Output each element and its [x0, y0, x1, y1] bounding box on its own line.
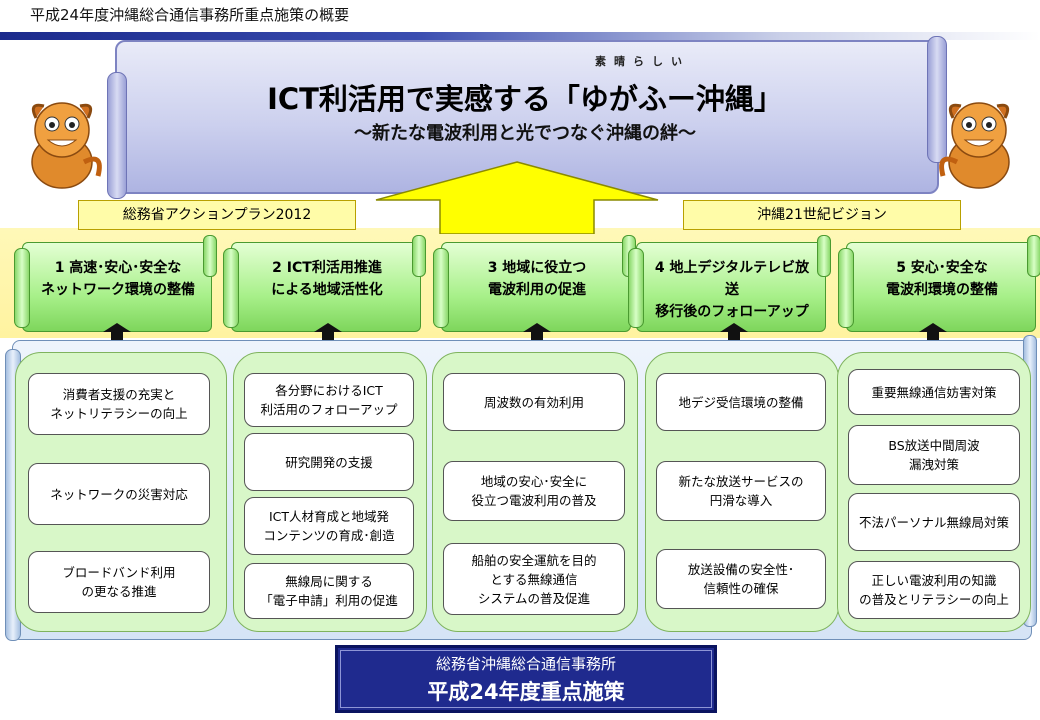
- title-underline-bar: [0, 32, 1040, 40]
- measure-column-2: 各分野におけるICT 利活用のフォローアップ 研究開発の支援 ICT人材育成と地…: [233, 352, 427, 632]
- measure-item: 不法パーソナル無線局対策: [848, 493, 1020, 551]
- footer-office-name: 総務省沖縄総合通信事務所: [435, 655, 616, 673]
- pillar-5-label: 5 安心･安全な 電波利環境の整備: [886, 260, 998, 298]
- measure-column-3: 周波数の有効利用 地域の安心･安全に 役立つ電波利用の普及 船舶の安全運航を目的…: [432, 352, 638, 632]
- up-arrow-icon: [314, 323, 342, 341]
- measure-item: ネットワークの災害対応: [28, 463, 210, 525]
- up-arrow-icon: [919, 323, 947, 341]
- vision-label-right: 沖縄21世紀ビジョン: [683, 200, 961, 230]
- pillar-1-label: 1 高速･安心･安全な ネットワーク環境の整備: [41, 260, 195, 298]
- measure-item: 無線局に関する 「電子申請」利用の促進: [244, 563, 414, 619]
- shisa-mascot-left-icon: [31, 102, 102, 189]
- scroll-roll-left: [107, 72, 127, 199]
- measure-item: 研究開発の支援: [244, 433, 414, 491]
- pillar-roll-left: [14, 248, 30, 328]
- pillar-3-label: 3 地域に役立つ 電波利用の促進: [487, 260, 587, 298]
- footer-title: 平成24年度重点施策: [427, 680, 625, 704]
- scroll-roll-right: [927, 36, 947, 163]
- measure-item: 地デジ受信環境の整備: [656, 373, 826, 431]
- measure-item: 船舶の安全運航を目的 とする無線通信 システムの普及促進: [443, 543, 625, 615]
- up-arrow-icon: [103, 323, 131, 341]
- pillar-roll-left: [433, 248, 449, 328]
- measure-item: 地域の安心･安全に 役立つ電波利用の普及: [443, 461, 625, 521]
- measure-item: 重要無線通信妨害対策: [848, 369, 1020, 415]
- pillar-roll-right: [203, 235, 217, 277]
- pillar-2: 2 ICT利活用推進 による地域活性化: [223, 235, 426, 332]
- measure-item: 放送設備の安全性･ 信頼性の確保: [656, 549, 826, 609]
- pillar-2-label: 2 ICT利活用推進 による地域活性化: [271, 260, 383, 298]
- up-arrow-icon: [523, 323, 551, 341]
- vision-label-left: 総務省アクションプラン2012: [78, 200, 356, 230]
- measure-item: 正しい電波利用の知識 の普及とリテラシーの向上: [848, 561, 1020, 619]
- measure-item: 消費者支援の充実と ネットリテラシーの向上: [28, 373, 210, 435]
- measure-column-4: 地デジ受信環境の整備 新たな放送サービスの 円滑な導入 放送設備の安全性･ 信頼…: [645, 352, 839, 632]
- shisa-mascot-right-icon: [939, 102, 1010, 189]
- pillar-4-label: 4 地上デジタルテレビ放送 移行後のフォローアップ: [654, 260, 810, 320]
- measure-item: ICT人材育成と地域発 コンテンツの育成･創造: [244, 497, 414, 555]
- main-title: ICT利活用で実感する「ゆがふー沖縄」: [267, 82, 783, 116]
- footer-plate: 総務省沖縄総合通信事務所 平成24年度重点施策: [335, 645, 717, 713]
- measure-column-1: 消費者支援の充実と ネットリテラシーの向上 ネットワークの災害対応 ブロードバン…: [15, 352, 227, 632]
- pillar-4: 4 地上デジタルテレビ放送 移行後のフォローアップ: [628, 235, 831, 332]
- pillar-roll-right: [1027, 235, 1040, 277]
- page-title: 平成24年度沖縄総合通信事務所重点施策の概要: [30, 6, 350, 24]
- pillar-roll-right: [412, 235, 426, 277]
- measure-item: 新たな放送サービスの 円滑な導入: [656, 461, 826, 521]
- measure-item: 周波数の有効利用: [443, 373, 625, 431]
- pillar-roll-left: [838, 248, 854, 328]
- measure-item: 各分野におけるICT 利活用のフォローアップ: [244, 373, 414, 427]
- pillar-1: 1 高速･安心･安全な ネットワーク環境の整備: [14, 235, 217, 332]
- pillar-roll-left: [628, 248, 644, 328]
- title-ruby: 素晴らしい: [595, 55, 690, 68]
- measure-item: ブロードバンド利用 の更なる推進: [28, 551, 210, 613]
- pillar-5: 5 安心･安全な 電波利環境の整備: [838, 235, 1040, 332]
- measure-item: BS放送中間周波 漏洩対策: [848, 425, 1020, 485]
- main-subtitle: ～新たな電波利用と光でつなぐ沖縄の絆～: [354, 123, 696, 144]
- measure-column-5: 重要無線通信妨害対策 BS放送中間周波 漏洩対策 不法パーソナル無線局対策 正し…: [837, 352, 1031, 632]
- pillar-roll-right: [817, 235, 831, 277]
- big-up-arrow-icon: [375, 161, 659, 234]
- pillar-3: 3 地域に役立つ 電波利用の促進: [433, 235, 636, 332]
- up-arrow-icon: [720, 323, 748, 341]
- pillar-roll-left: [223, 248, 239, 328]
